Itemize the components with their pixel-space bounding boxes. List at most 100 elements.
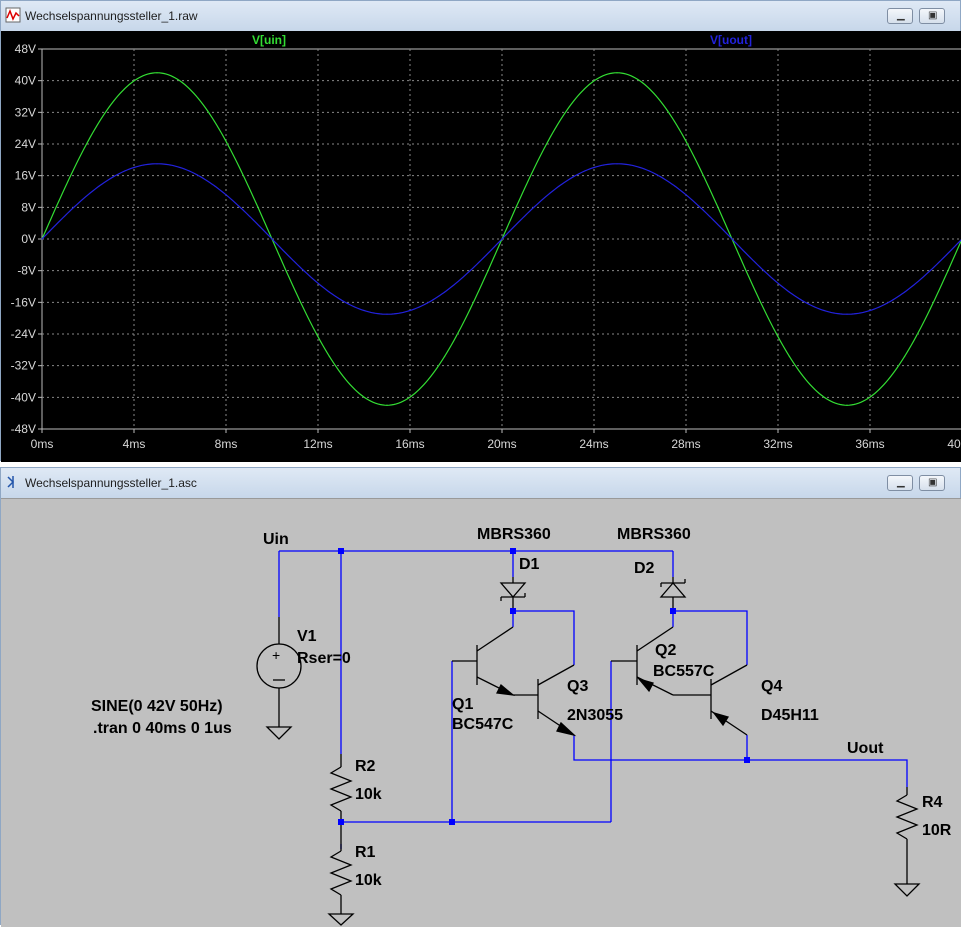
x-tick-label: 36ms [855,437,884,451]
y-axis-ticks: 48V40V32V24V16V8V0V-8V-16V-24V-32V-40V-4… [11,42,42,436]
y-tick-label: 16V [15,169,36,183]
y-tick-label: -24V [11,327,36,341]
y-tick-label: 48V [15,42,36,56]
v1-source-label: SINE(0 42V 50Hz) [91,698,223,715]
voltage-source-v1[interactable]: + [256,617,302,740]
data-point [98,120,101,123]
data-point [41,238,43,240]
schematic-wires [278,550,908,849]
x-tick-label: 8ms [215,437,238,451]
x-tick-label: 28ms [671,437,700,451]
v1-rser-label: Rser=0 [297,650,351,667]
q1-model-label: BC547C [452,716,514,733]
q3-name-label: Q3 [567,678,588,695]
y-tick-label: -40V [11,390,36,404]
data-point [673,185,676,187]
schematic-file-icon [7,476,15,488]
schematic-drawing[interactable]: + [1,499,961,927]
d2-name-label: D2 [634,560,655,577]
data-point [846,313,848,315]
d1-model-label: MBRS360 [477,526,551,543]
y-tick-label: -48V [11,422,36,436]
y-tick-label: -32V [11,359,36,373]
data-point [673,120,676,123]
data-point [271,238,273,240]
resistor-r4[interactable] [893,787,921,897]
data-point [443,355,446,358]
x-tick-label: 12ms [303,437,332,451]
legend-label[interactable]: V[uin] [252,33,286,47]
data-point [616,72,618,74]
y-tick-label: -8V [17,264,36,278]
data-point [731,238,733,240]
x-tick-label: 16ms [395,437,424,451]
y-tick-label: -16V [11,295,36,309]
schematic-canvas[interactable]: + [1,498,961,927]
r2-value-label: 10k [355,786,382,803]
y-tick-label: 32V [15,105,36,119]
data-point [558,120,561,123]
minimize-button[interactable]: ▁ [887,8,913,24]
plot-legend[interactable]: V[uin] V[uout] [252,33,752,47]
data-point [501,238,503,240]
x-tick-label: 24ms [579,437,608,451]
r1-name-label: R1 [355,844,376,861]
plot-traces [41,72,961,406]
waveform-chart[interactable]: 48V40V32V24V16V8V0V-8V-16V-24V-32V-40V-4… [1,31,961,462]
data-point [213,185,216,187]
r2-name-label: R2 [355,758,376,775]
schematic-titlebar[interactable]: Wechselspannungssteller_1.asc ▁ ▣ [1,468,960,498]
d1-name-label: D1 [519,556,540,573]
legend-label[interactable]: V[uout] [710,33,752,47]
schematic-window[interactable]: Wechselspannungssteller_1.asc ▁ ▣ [0,467,961,927]
data-point [616,163,618,165]
diode-d1[interactable] [499,577,527,611]
transistor-q1[interactable] [452,626,516,696]
svg-text:+: + [272,647,280,663]
ground-icon [265,726,293,740]
diode-d2[interactable] [659,577,687,611]
data-point [903,291,906,293]
r1-value-label: 10k [355,872,382,889]
net-label-uout: Uout [847,740,884,757]
schematic-minimize-button[interactable]: ▁ [887,475,913,491]
transistor-q3[interactable] [513,664,577,737]
waveform-window-title: Wechselspannungssteller_1.raw [25,9,198,23]
data-point [386,313,388,315]
q4-name-label: Q4 [761,678,782,695]
net-label-uin: Uin [263,531,289,548]
data-point [558,185,561,187]
tran-directive[interactable]: .tran 0 40ms 0 1us [93,720,232,737]
waveform-file-icon [5,7,21,23]
maximize-button[interactable]: ▣ [919,8,945,24]
q1-name-label: Q1 [452,696,473,713]
resistor-r1[interactable] [327,822,355,926]
y-tick-label: 24V [15,137,36,151]
x-tick-label: 32ms [763,437,792,451]
waveform-titlebar[interactable]: Wechselspannungssteller_1.raw ▁ ▣ [1,1,960,31]
schematic-window-title: Wechselspannungssteller_1.asc [25,476,197,490]
transistor-q2[interactable] [611,626,674,696]
data-point [846,404,848,406]
data-point [98,185,101,187]
data-point [903,355,906,358]
data-point [386,404,388,406]
data-point [213,120,216,123]
data-point [156,163,158,165]
data-point [788,355,791,358]
resistor-r2[interactable] [329,754,353,822]
schematic-maximize-button[interactable]: ▣ [919,475,945,491]
q2-model-label: BC557C [653,663,715,680]
data-point [156,72,158,74]
plot-grid [41,48,961,430]
ground-icon [327,913,355,926]
x-tick-label: 20ms [487,437,516,451]
x-axis-ticks: 0ms4ms8ms12ms16ms20ms24ms28ms32ms36ms40m… [31,429,961,451]
data-point [328,291,331,293]
transistor-q4[interactable] [673,664,748,736]
q2-name-label: Q2 [655,642,676,659]
y-tick-label: 8V [21,200,36,214]
r4-name-label: R4 [922,794,943,811]
